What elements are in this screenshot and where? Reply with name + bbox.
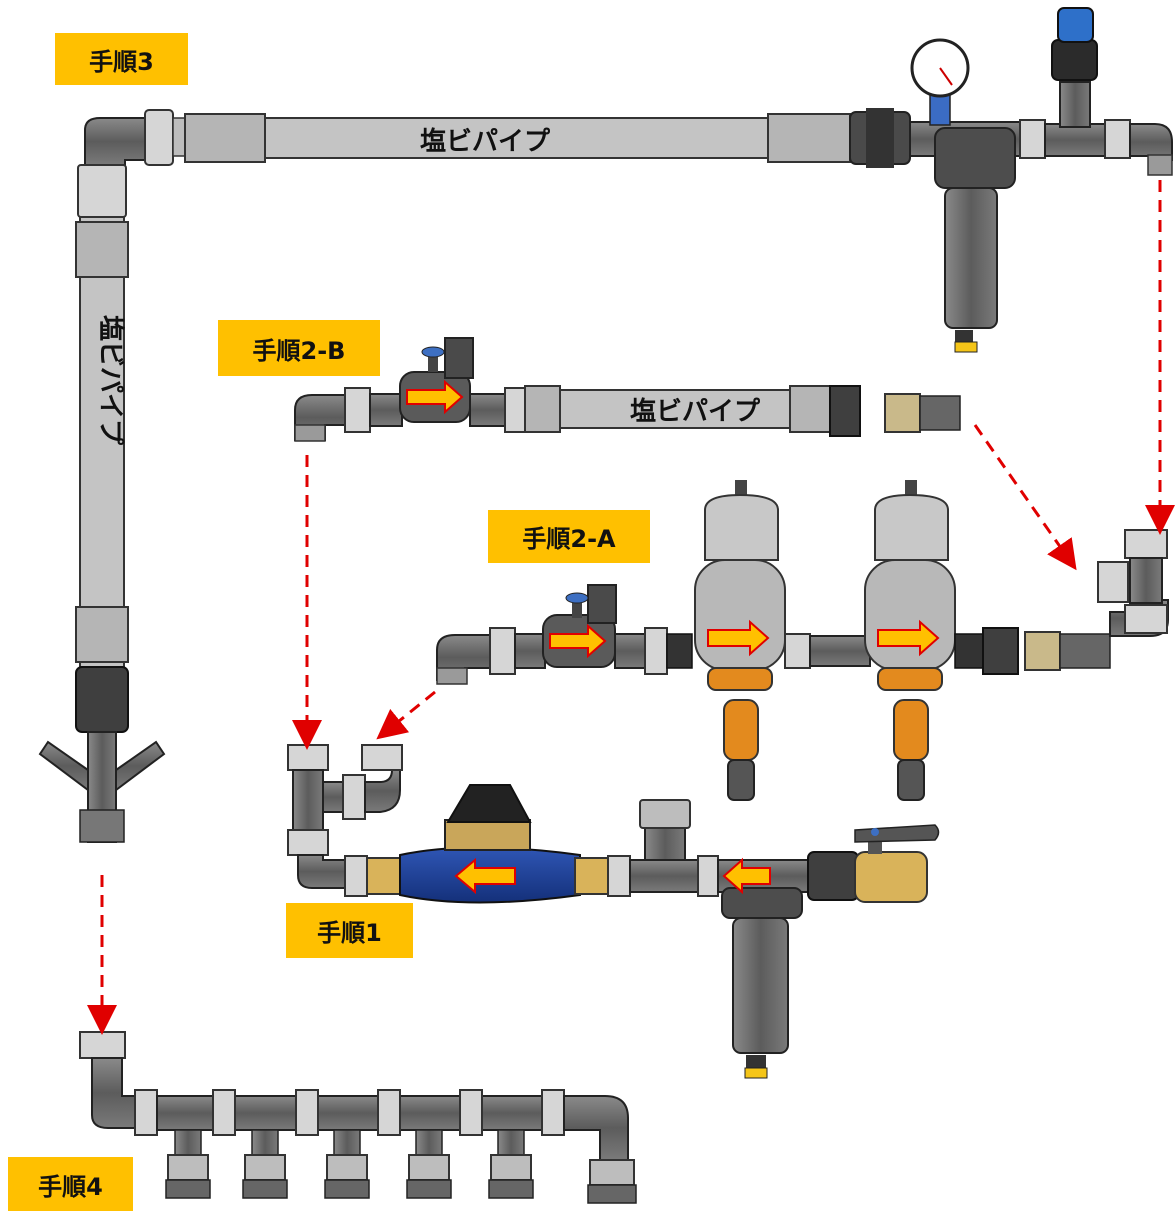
dosing-pump-icon: [695, 480, 785, 800]
pressure-gauge-icon: [912, 40, 968, 125]
solenoid-valve-icon: [400, 338, 473, 422]
water-meter-icon: [400, 785, 580, 903]
vertical-pipe-label: 塩ビパイプ: [95, 315, 125, 446]
step2b-assembly: 塩ビパイプ: [295, 338, 960, 441]
step2a-label: 手順2-A: [488, 510, 650, 563]
top-pipe-label: 塩ビパイプ: [420, 127, 551, 157]
middle-pipe-label: 塩ビパイプ: [630, 397, 761, 427]
dosing-pump-icon: [865, 480, 955, 800]
air-valve-icon: [1052, 8, 1097, 80]
solenoid-valve-icon: [543, 585, 616, 667]
step1-label: 手順1: [286, 903, 413, 958]
manifold-outlets: [166, 1130, 636, 1203]
ball-valve-icon: [855, 825, 939, 902]
step4-manifold: [80, 1032, 636, 1203]
guide-arrow-2b-to-step2a: [975, 425, 1068, 558]
guide-arrow-2a-to-step1: [388, 692, 435, 730]
step3-label: 手順3: [55, 33, 188, 85]
filter-icon: [722, 888, 802, 1078]
step2b-label: 手順2-B: [218, 320, 380, 376]
step4-label: 手順4: [8, 1157, 133, 1211]
filter-icon: [935, 128, 1015, 352]
